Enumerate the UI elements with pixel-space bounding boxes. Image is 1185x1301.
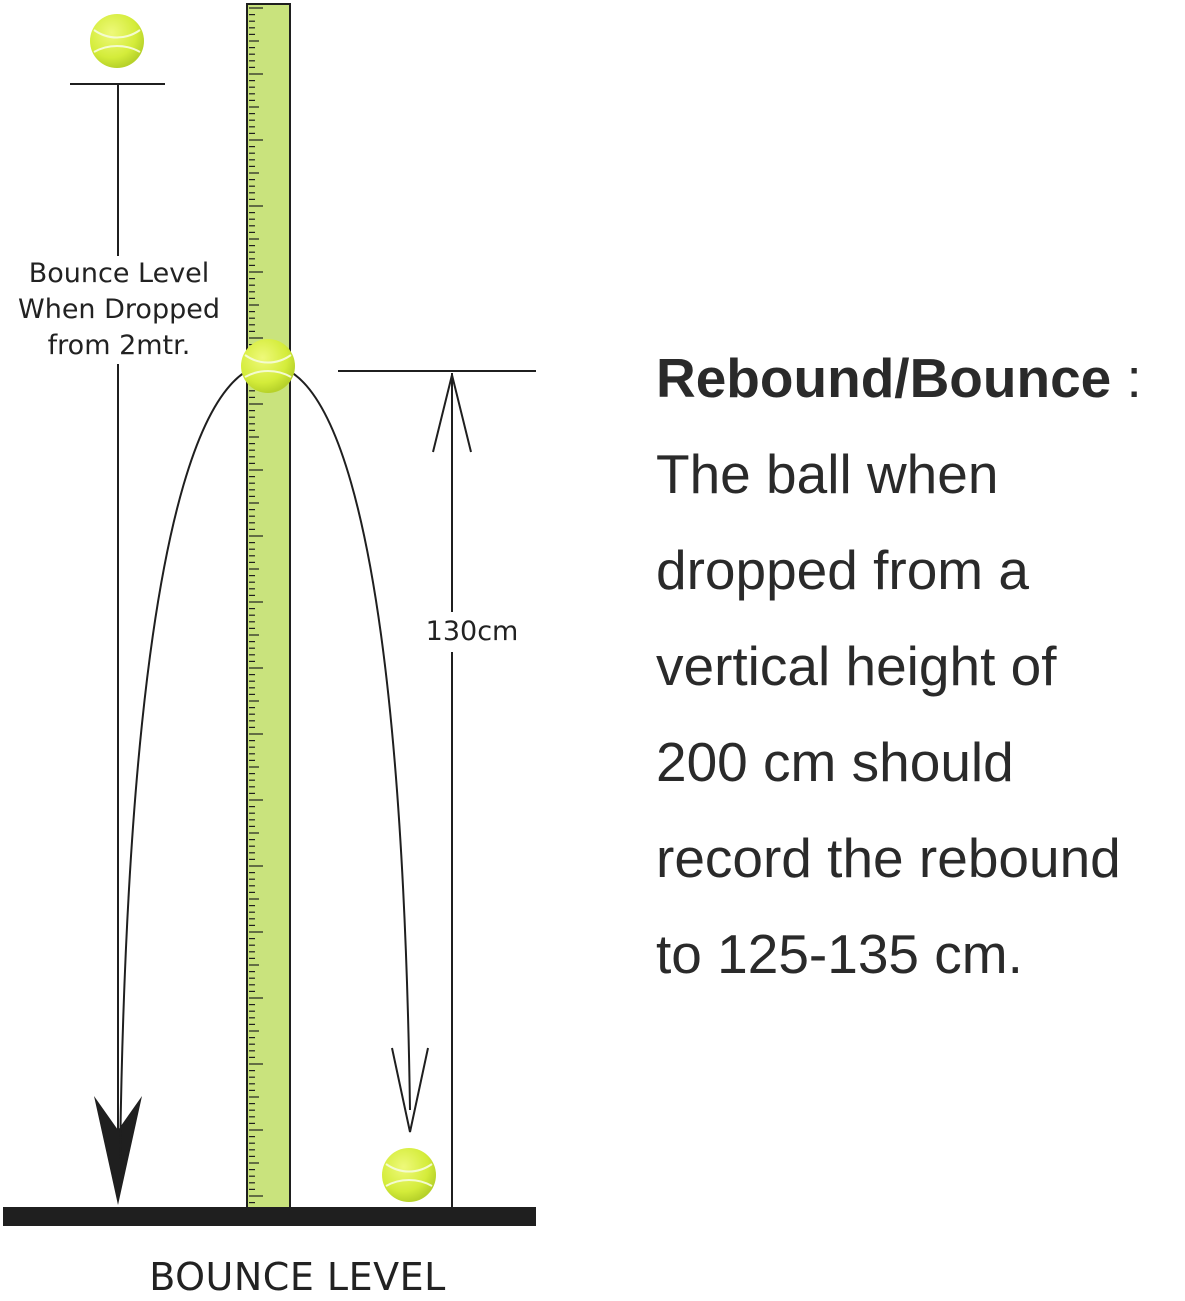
drop-label-line: When Dropped	[18, 294, 220, 325]
arc-arrow-head	[391, 1047, 429, 1133]
drop-label-line: from 2mtr.	[47, 330, 191, 361]
description-line: The ball when	[656, 443, 999, 505]
tennis-ball-top	[90, 14, 144, 68]
drop-label-line: Bounce Level	[28, 258, 210, 289]
description-line: vertical height of	[656, 635, 1057, 697]
description-line: dropped from a	[656, 539, 1029, 601]
description-title: Rebound/Bounce	[656, 347, 1112, 409]
rebound-description: Rebound/Bounce : The ball when dropped f…	[656, 330, 1181, 1002]
bounce-level-label: BOUNCE LEVEL	[149, 1255, 446, 1299]
tennis-ball-peak	[241, 339, 295, 393]
description-line: record the rebound	[656, 827, 1121, 889]
rebound-height-label: 130cm	[414, 612, 530, 652]
description-title-line: Rebound/Bounce :	[656, 330, 1181, 426]
drop-arrow-head	[94, 1096, 142, 1205]
tennis-ball-bottom	[382, 1148, 436, 1202]
rebound-arrow-head	[432, 374, 472, 453]
title-separator: :	[1111, 347, 1142, 409]
drop-height-label: Bounce Level When Dropped from 2mtr.	[0, 256, 238, 364]
ruler-ticks	[249, 7, 263, 1204]
measuring-ruler	[246, 3, 291, 1209]
description-line: to 125-135 cm.	[656, 923, 1023, 985]
description-line: 200 cm should	[656, 731, 1014, 793]
ground-bar	[3, 1207, 536, 1226]
